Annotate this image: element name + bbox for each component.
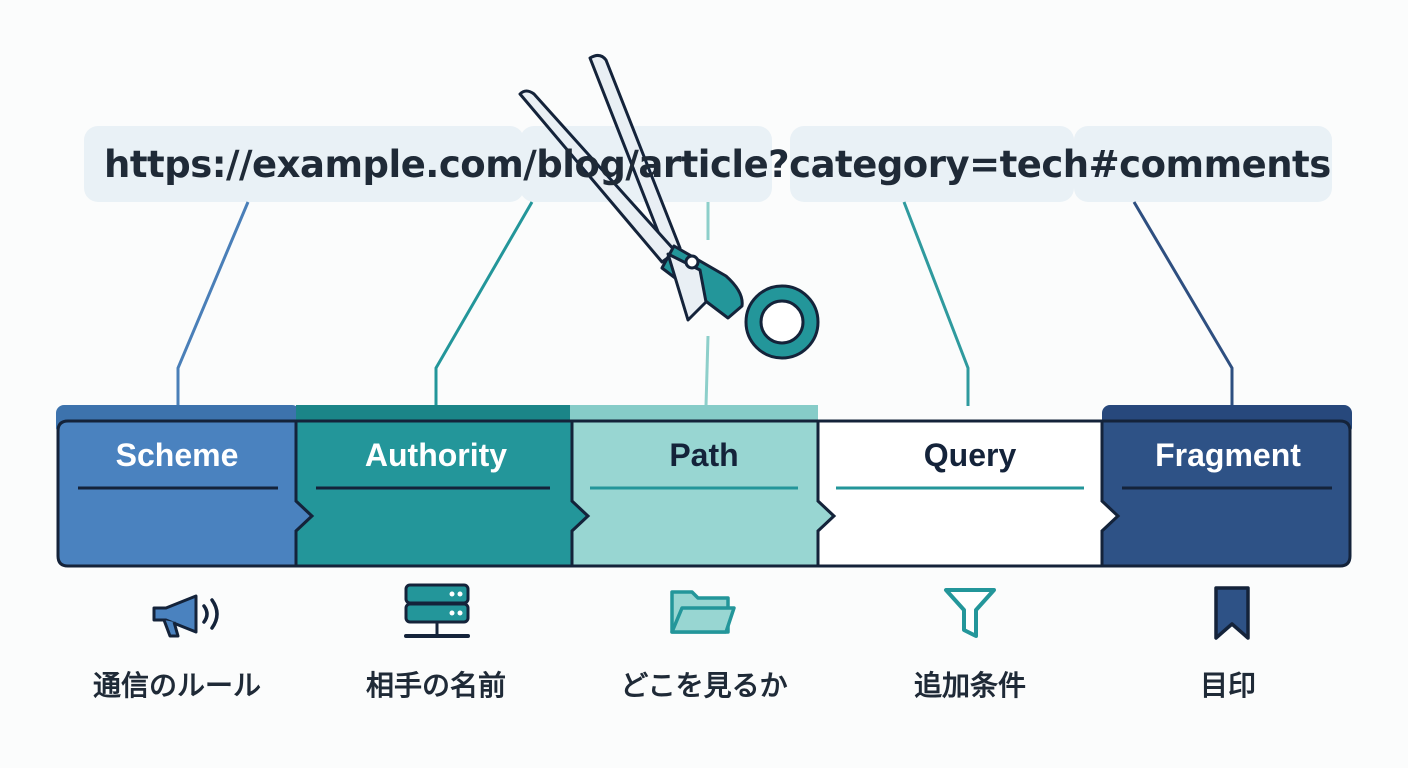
connector-scheme — [176, 201, 250, 406]
url-fragment-part: #comments — [1088, 143, 1332, 186]
url-path-part: /blog/article — [523, 143, 769, 186]
url-text: https://example.com/blog/article?categor… — [104, 134, 1331, 196]
url-chip-scheme-authority — [84, 126, 524, 202]
connector-fragment — [1132, 201, 1234, 406]
description-authority: 相手の名前 — [365, 669, 506, 702]
description-fragment: 目印 — [1199, 669, 1256, 702]
url-chip-query — [790, 126, 1074, 202]
connector-path-lower — [704, 335, 710, 407]
segment-label-query: Query — [923, 437, 1017, 473]
segment-label-path: Path — [669, 437, 739, 473]
description-scheme: 通信のルール — [92, 669, 261, 702]
segment-label-fragment: Fragment — [1155, 437, 1301, 473]
description-path: どこを見るか — [620, 669, 788, 702]
server-icon — [404, 583, 470, 638]
connector-query — [902, 201, 970, 406]
bookmark-icon — [1214, 586, 1250, 640]
description-query: 追加条件 — [913, 669, 1026, 702]
url-query-part: ?category=tech — [768, 143, 1089, 186]
segment-label-authority: Authority — [364, 437, 508, 473]
url-chip-fragment — [1074, 126, 1332, 202]
url-authority-part: example.com — [252, 143, 524, 186]
url-scheme-part: https:// — [104, 143, 253, 186]
segment-fragment — [1100, 419, 1352, 568]
scissors-icon — [518, 53, 820, 360]
megaphone-icon — [152, 594, 219, 638]
connector-authority — [434, 201, 534, 406]
folder-icon — [670, 590, 736, 634]
filter-icon — [944, 588, 996, 638]
segment-label-scheme: Scheme — [115, 437, 239, 473]
